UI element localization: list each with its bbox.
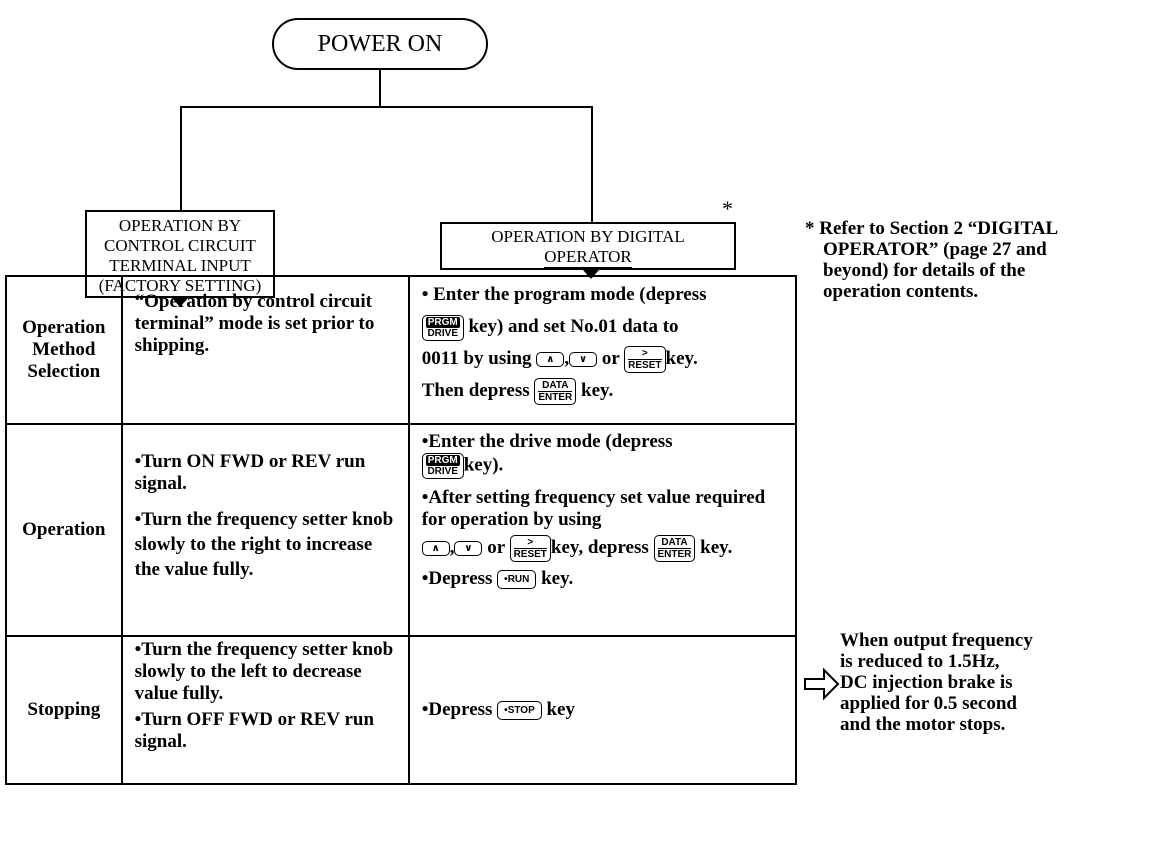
terminal-cell-operation: •Turn ON FWD or REV run signal. •Turn th… [120, 423, 410, 637]
table-row: Stopping •Turn the frequency setter knob… [5, 635, 798, 785]
note-line2: OPERATOR” (page 27 and [823, 239, 1047, 260]
digital-box-line1: OPERATION BY DIGITAL [491, 227, 685, 246]
down-key: ∨ [569, 352, 598, 368]
connector-right-drop [591, 106, 593, 224]
connector-horizontal [180, 106, 592, 108]
row-label-method: Operation Method Selection [5, 275, 123, 425]
terminal-cell-stopping: •Turn the frequency setter knob slowly t… [120, 635, 410, 785]
terminal-box-line3: TERMINAL INPUT [109, 256, 251, 275]
hollow-arrow-right [804, 668, 840, 700]
operation-table: Operation Method Selection “Operation by… [5, 275, 798, 785]
up-key: ∧ [536, 352, 565, 368]
digital-operator-box: OPERATION BY DIGITAL OPERATOR [440, 222, 736, 270]
connector-vertical-top [379, 70, 381, 107]
power-on-node: POWER ON [272, 18, 488, 70]
power-on-label: POWER ON [317, 30, 443, 57]
digital-box-line2: OPERATOR [442, 247, 734, 269]
note-line3: beyond) for details of the [823, 260, 1026, 281]
stop-note: When output frequency is reduced to 1.5H… [840, 630, 1033, 735]
terminal-input-box: OPERATION BY CONTROL CIRCUIT TERMINAL IN… [85, 210, 275, 298]
terminal-cell-method: “Operation by control circuit terminal” … [120, 275, 410, 425]
table-row: Operation Method Selection “Operation by… [5, 275, 798, 425]
row-label-operation: Operation [5, 423, 123, 637]
run-key: •RUN [497, 570, 537, 590]
reset-key: >RESET [624, 346, 666, 374]
terminal-box-line1: OPERATION BY [118, 216, 242, 235]
reset-key: >RESET [509, 535, 551, 562]
stop-key: •STOP [497, 701, 542, 721]
digital-cell-stopping: •Depress •STOP key [407, 635, 798, 785]
terminal-box-line2: CONTROL CIRCUIT [104, 236, 256, 255]
table-row: Operation •Turn ON FWD or REV run signal… [5, 423, 798, 637]
reference-note: * Refer to Section 2 “DIGITAL OPERATOR” … [805, 218, 1150, 302]
note-line4: operation contents. [823, 281, 979, 302]
row-label-stopping: Stopping [5, 635, 123, 785]
up-key: ∧ [421, 541, 450, 556]
asterisk-mark: * [722, 196, 733, 221]
down-key: ∨ [454, 541, 483, 556]
arrow-down-right [583, 270, 599, 279]
note-line1: * Refer to Section 2 “DIGITAL [805, 218, 1059, 239]
connector-left-drop [180, 106, 182, 212]
